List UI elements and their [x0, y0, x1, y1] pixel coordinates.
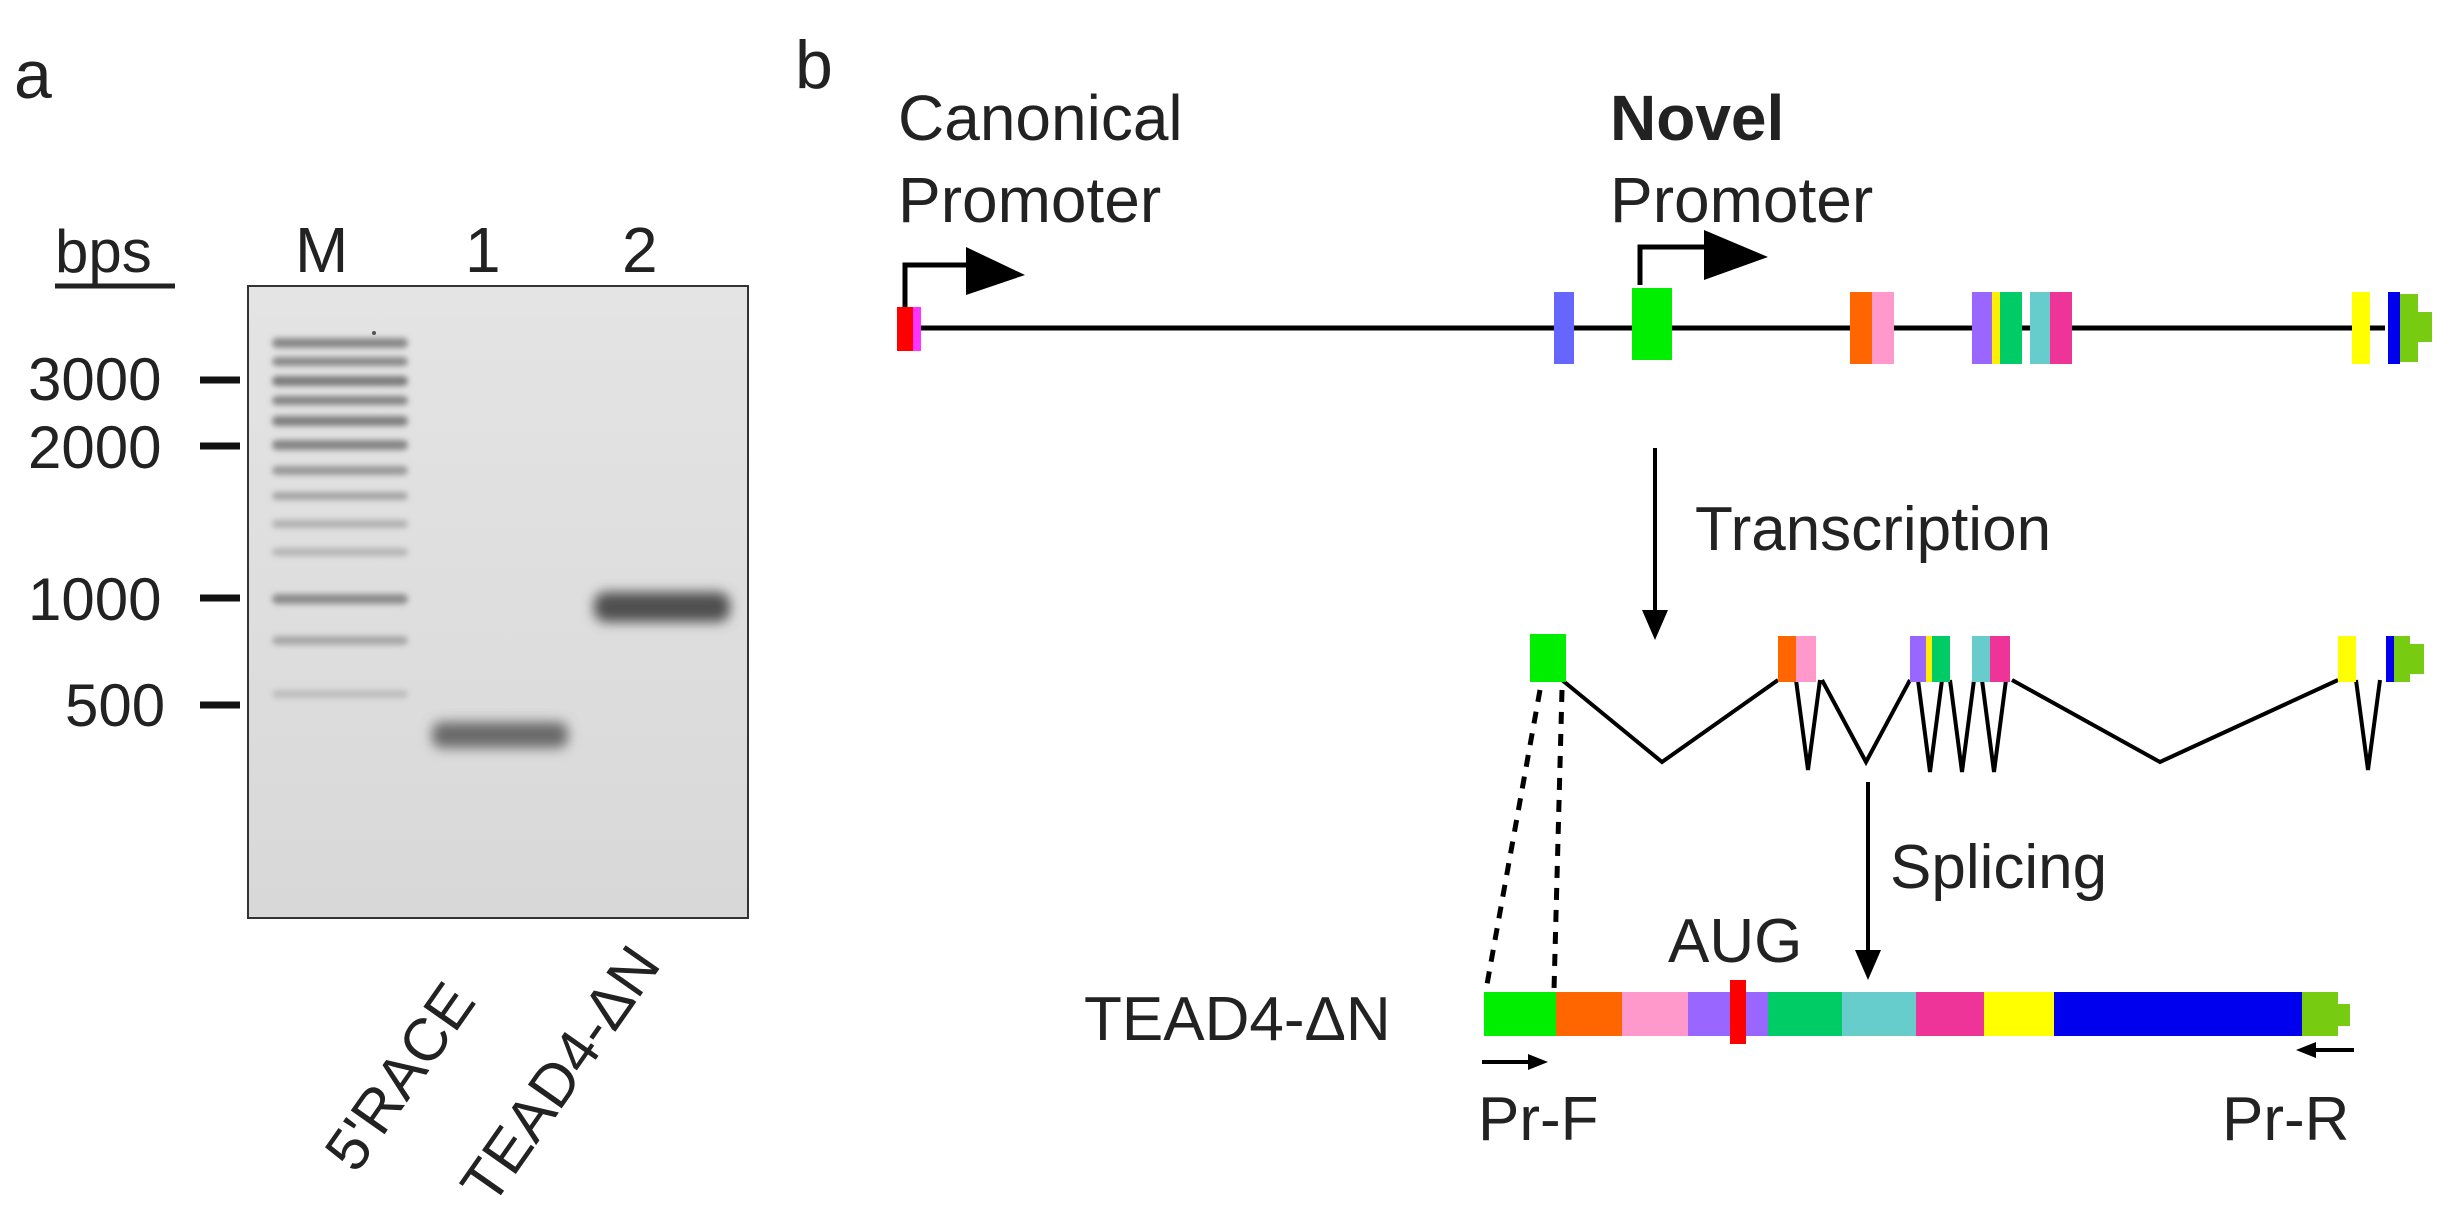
exon-lavender [1972, 292, 1992, 364]
panel-b-label: b [795, 27, 833, 103]
pre-exon-pink [1796, 636, 1816, 682]
intron-6 [1980, 679, 2008, 773]
mrna-exon-novel [1484, 992, 1556, 1036]
novel-promoter-arrowhead [1704, 230, 1768, 280]
mrna-exon-lavender [1688, 992, 1768, 1036]
mrna-exon-yellow [1984, 992, 2054, 1036]
exon-aug-yellow [1992, 292, 2000, 364]
genomic-locus [897, 288, 2432, 364]
mrna-exon-rose [1916, 992, 1984, 1036]
primer-reverse-label: Pr-R [2222, 1085, 2349, 1154]
lane-label-marker: M [295, 214, 348, 286]
pre-exon-teal [1972, 636, 1990, 682]
size-marker-2000: 2000 [28, 414, 161, 481]
aug-marker [1730, 980, 1746, 1044]
mrna-exon-emerald [1768, 992, 1842, 1036]
exon-lime [2400, 294, 2432, 362]
mature-mrna [1484, 980, 2350, 1044]
pre-exon-orange [1778, 636, 1796, 682]
splicing-label: Splicing [1890, 833, 2107, 902]
lane-label-1: 1 [465, 214, 501, 286]
size-marker-3000: 3000 [28, 346, 161, 413]
intron-8 [2354, 679, 2382, 771]
dotted-line-right [1551, 689, 1565, 991]
novel-promoter-label-line1: Novel [1610, 82, 1784, 154]
band-lane-2 [594, 592, 730, 622]
intron-7 [2011, 678, 2339, 765]
primer-reverse-arrowhead [2296, 1042, 2316, 1058]
pre-exon-emerald [1932, 636, 1950, 682]
intron-4 [1916, 679, 1944, 773]
exon-2 [1554, 292, 1574, 364]
pre-exon-lime [2394, 636, 2424, 682]
transcript-name-label: TEAD4-ΔN [1084, 985, 1391, 1054]
sample-label-tead4-dn: TEAD4-ΔN [448, 934, 673, 1216]
novel-promoter-label-line2: Promoter [1610, 164, 1873, 236]
lane-label-2: 2 [622, 214, 658, 286]
dotted-line-left [1483, 689, 1543, 991]
exon-1a [897, 307, 913, 351]
pre-exon-rose [1990, 636, 2010, 682]
pre-exon-blue [2386, 636, 2394, 682]
splicing-arrowhead [1855, 950, 1881, 980]
transcription-arrowhead [1642, 610, 1668, 640]
canonical-promoter-arrow [902, 262, 968, 308]
panel-a-label: a [14, 37, 52, 113]
mrna-exon-teal [1842, 992, 1916, 1036]
intron-1 [1560, 678, 1780, 765]
transcription-label: Transcription [1695, 495, 2051, 564]
pre-exon-yellow [2338, 636, 2356, 682]
mrna-exon-blue [2054, 992, 2302, 1036]
novel-promoter-arrow [1637, 244, 1706, 285]
canonical-promoter-label-line2: Promoter [898, 164, 1161, 236]
band-lane-1 [432, 722, 568, 748]
pre-exon-novel [1530, 634, 1566, 682]
mrna-exon-orange [1556, 992, 1622, 1036]
canonical-promoter-arrowhead [966, 247, 1025, 295]
intron-2 [1794, 679, 1822, 771]
exon-emerald [2000, 292, 2022, 364]
pre-exon-aug-yellow [1926, 636, 1932, 682]
exon-teal [2030, 292, 2050, 364]
exon-pink [1872, 292, 1894, 364]
aug-label: AUG [1668, 907, 1802, 976]
gel-speck [372, 331, 376, 335]
exon-blue [2388, 292, 2400, 364]
sample-label-5race: 5'RACE [312, 971, 488, 1183]
exon-yellow [2352, 292, 2370, 364]
bps-label: bps [55, 218, 152, 285]
intron-3 [1820, 679, 1912, 767]
primer-forward-arrowhead [1528, 1054, 1548, 1070]
exon-orange [1850, 292, 1872, 364]
pre-exon-lavender [1910, 636, 1926, 682]
primer-forward-label: Pr-F [1478, 1085, 1599, 1154]
mrna-exon-pink [1622, 992, 1688, 1036]
size-marker-500: 500 [65, 672, 165, 739]
panel-b: b Canonical Promoter Novel Promoter [795, 27, 2432, 1154]
exon-rose [2050, 292, 2072, 364]
exon-novel [1632, 288, 1672, 360]
panel-a: a bps M 1 2 3000 2000 1000 500 [14, 37, 749, 1216]
intron-5 [1948, 679, 1976, 773]
marker-ladder [272, 338, 408, 698]
pre-mrna [1530, 634, 2424, 773]
canonical-promoter-label-line1: Canonical [898, 82, 1183, 154]
mrna-exon-lime [2302, 992, 2350, 1036]
size-marker-1000: 1000 [28, 566, 161, 633]
exon-1b [913, 307, 921, 351]
